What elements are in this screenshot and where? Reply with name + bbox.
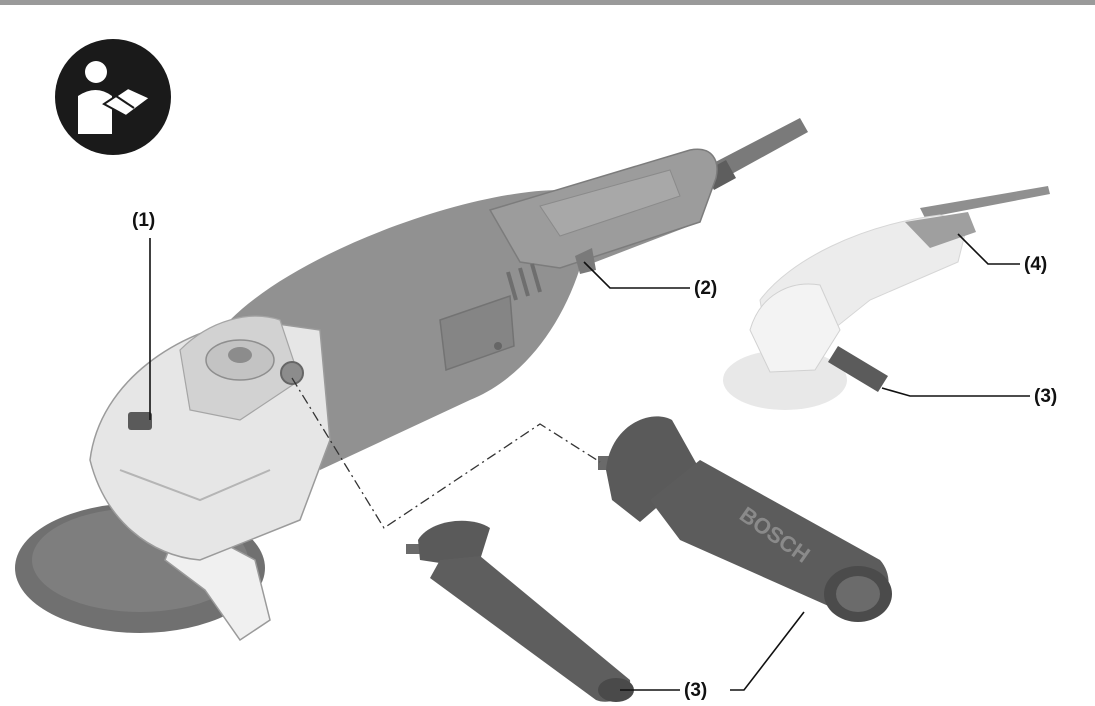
callout-3-small: (3) [1034, 386, 1057, 407]
leader-line-3-bottom-b [730, 611, 805, 691]
callout-4: (4) [1024, 254, 1047, 275]
air-vents [506, 263, 542, 301]
small-angle-grinder [723, 186, 1050, 410]
auxiliary-handle-short [406, 520, 634, 702]
top-divider [0, 0, 1095, 5]
leader-line-2 [583, 261, 690, 289]
spindle-lock-button [128, 412, 152, 430]
assembly-guide-line [291, 377, 601, 529]
on-off-trigger [575, 248, 596, 274]
callout-3-bottom: (3) [684, 680, 707, 701]
handle-mount-hole [280, 361, 304, 385]
leader-line-4 [957, 233, 1020, 265]
callout-1: (1) [132, 210, 155, 231]
large-angle-grinder [15, 118, 808, 642]
small-rear-handle [905, 212, 976, 248]
read-manual-icon [55, 39, 171, 155]
leader-line-3-small [881, 387, 1030, 397]
auxiliary-handle-long: BOSCH [598, 416, 892, 622]
small-side-handle [828, 346, 888, 392]
callout-2: (2) [694, 278, 717, 299]
